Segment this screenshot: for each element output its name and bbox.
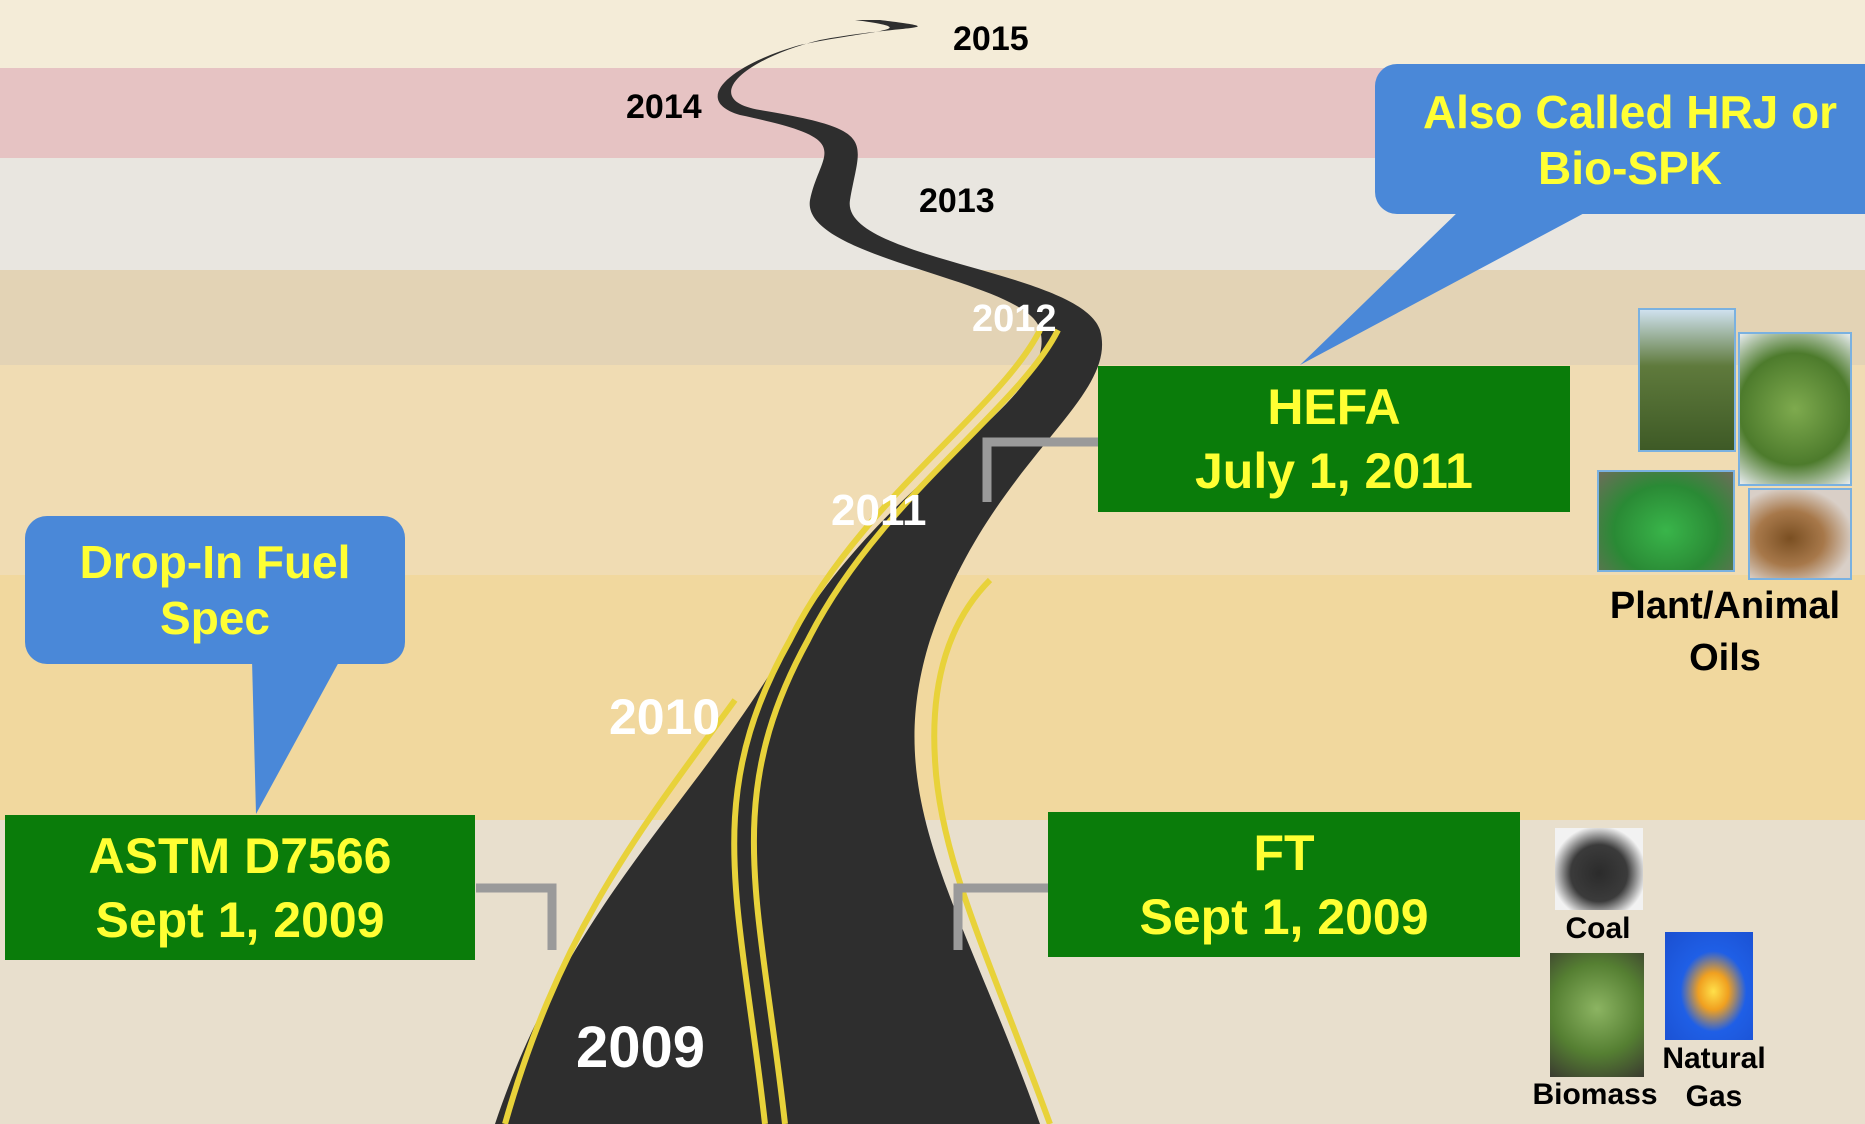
- dropin-line2: Spec: [160, 592, 270, 644]
- hrj-pointer: [1300, 210, 1590, 365]
- ft-title: FT: [1253, 824, 1315, 881]
- year-2011-label: 2011: [831, 486, 927, 535]
- lane-line-left: [502, 698, 738, 1124]
- dropin-callout-text: Drop-In Fuel Spec: [25, 534, 405, 646]
- astm-title: ASTM D7566: [88, 827, 392, 884]
- band-2015: [0, 0, 1865, 68]
- ft-date: Sept 1, 2009: [1139, 888, 1429, 945]
- palm-tree-image: [1638, 308, 1736, 452]
- hrj-line1: Also Called HRJ or: [1422, 86, 1838, 138]
- coal-label: Coal: [1565, 912, 1631, 945]
- lane-line-center-a: [731, 328, 1043, 1124]
- dropin-pointer: [252, 660, 340, 814]
- hefa-date: July 1, 2011: [1194, 443, 1473, 499]
- hrj-line2: Bio-SPK: [1538, 142, 1722, 194]
- hefa-milestone-box: HEFA July 1, 2011: [1098, 366, 1570, 512]
- astm-connector: [476, 883, 557, 950]
- natural-gas-label: Natural Gas: [1650, 1040, 1778, 1116]
- year-2010-label: 2010: [609, 689, 721, 745]
- year-2013-label: 2013: [919, 182, 995, 220]
- coal-image: [1555, 828, 1643, 910]
- algae-image: [1597, 470, 1735, 572]
- year-2014-label: 2014: [626, 88, 702, 126]
- biomass-image: [1550, 953, 1644, 1077]
- dropin-callout: [25, 516, 405, 664]
- ft-connector: [953, 883, 1050, 950]
- biomass-label: Biomass: [1532, 1078, 1658, 1111]
- hefa-title: HEFA: [1267, 379, 1401, 435]
- hrj-callout-text: Also Called HRJ or Bio-SPK: [1400, 84, 1860, 196]
- year-2012-label: 2012: [972, 298, 1057, 340]
- gas-line1: Natural: [1662, 1042, 1766, 1075]
- gas-line2: Gas: [1685, 1080, 1743, 1113]
- hrj-callout: [1375, 64, 1865, 214]
- lane-line-right: [931, 577, 1053, 1124]
- oils-line1: Plant/Animal: [1609, 585, 1841, 627]
- road-surface: [495, 20, 1103, 1124]
- year-2009-label: 2009: [576, 1015, 706, 1080]
- leafy-plant-image: [1738, 332, 1852, 486]
- oils-line2: Oils: [1689, 637, 1761, 679]
- astm-milestone-box: ASTM D7566 Sept 1, 2009: [5, 815, 475, 960]
- seed-image: [1748, 488, 1852, 580]
- year-2015-label: 2015: [953, 20, 1029, 58]
- natural-gas-flame-image: [1665, 932, 1753, 1040]
- hefa-connector: [982, 437, 1100, 502]
- ft-milestone-box: FT Sept 1, 2009: [1048, 812, 1520, 957]
- astm-date: Sept 1, 2009: [95, 891, 385, 948]
- dropin-line1: Drop-In Fuel: [79, 536, 351, 588]
- band-2012: [0, 270, 1865, 365]
- lane-line-center-b: [750, 328, 1061, 1124]
- oils-label: Plant/Animal Oils: [1590, 580, 1860, 684]
